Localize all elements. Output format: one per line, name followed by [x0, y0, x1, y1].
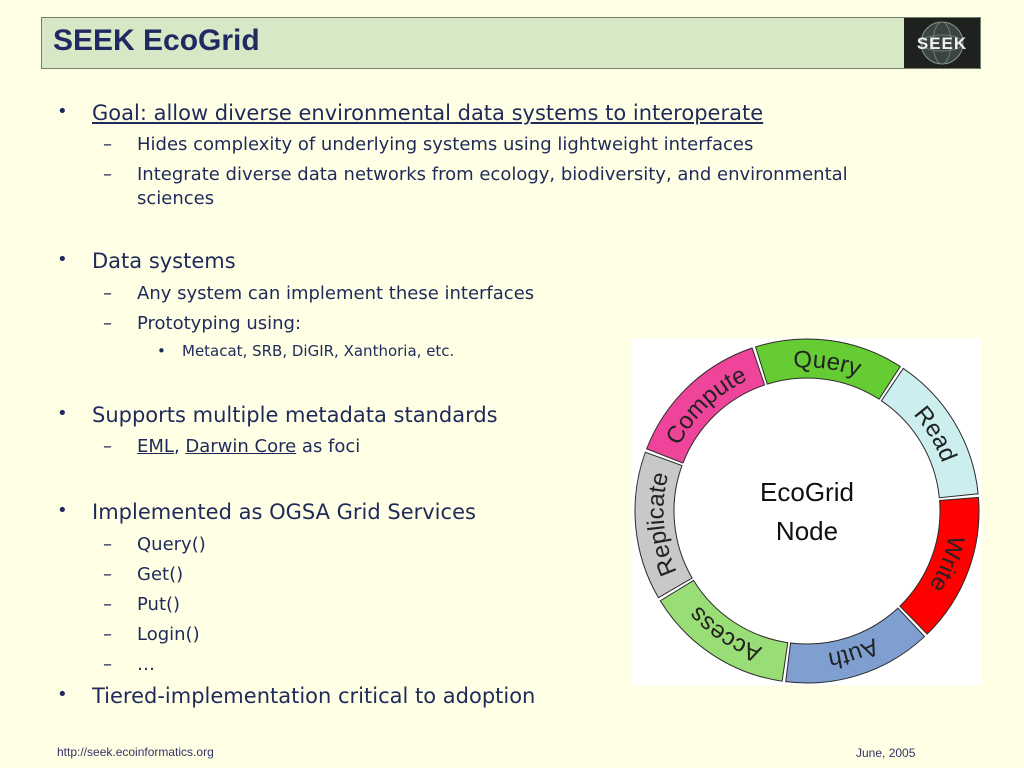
bullet-text: Data systems: [92, 249, 236, 273]
sub-bullet-text: Get(): [137, 564, 184, 585]
darwin-core-link[interactable]: Darwin Core: [185, 436, 297, 457]
dash-marker: –: [103, 436, 112, 457]
bullet-marker: •: [57, 684, 68, 705]
separator-text: ,: [173, 436, 186, 457]
sub-bullet-text: Hides complexity of underlying systems u…: [137, 134, 754, 155]
bullet-marker: •: [157, 342, 166, 360]
dash-marker: –: [103, 283, 112, 304]
dash-marker: –: [103, 654, 112, 675]
dash-marker: –: [103, 134, 112, 155]
ecogrid-ring: QueryReadWriteAuthAccessReplicateCompute…: [634, 338, 980, 684]
eml-link[interactable]: EML: [137, 436, 174, 457]
sub-bullet-text: Prototyping using:: [137, 313, 302, 334]
sub-bullet-text: Any system can implement these interface…: [137, 283, 535, 304]
bullet-marker: •: [57, 101, 68, 122]
title-bar: SEEK EcoGrid SEEK: [41, 17, 981, 69]
diagram-center-line2: Node: [776, 516, 838, 546]
globe-icon: [920, 21, 964, 65]
sub-bullet-text: Query(): [137, 534, 206, 555]
bullet-text: Implemented as OGSA Grid Services: [92, 500, 476, 524]
bullet-marker: •: [57, 500, 68, 521]
slide-title: SEEK EcoGrid: [53, 24, 260, 57]
sub-bullet-text: Put(): [137, 594, 181, 615]
ring-segment-replicate: [634, 451, 693, 599]
goal-link[interactable]: Goal: allow diverse environmental data s…: [92, 101, 764, 125]
footer-url[interactable]: http://seek.ecoinformatics.org: [57, 745, 214, 759]
ring-segment-auth: [785, 607, 926, 684]
ring-segment-read: [880, 367, 979, 499]
ring-segment-access: [659, 579, 789, 682]
footer-date: June, 2005: [856, 746, 916, 760]
dash-marker: –: [103, 594, 112, 615]
sub-sub-bullet-text: Metacat, SRB, DiGIR, Xanthoria, etc.: [182, 342, 455, 360]
ring-segment-write: [899, 496, 980, 635]
sub-bullet-text: EML, Darwin Core as foci: [137, 436, 360, 457]
dash-marker: –: [103, 564, 112, 585]
dash-marker: –: [103, 164, 112, 185]
ring-segment-compute: [645, 347, 766, 464]
bullet-text: Supports multiple metadata standards: [92, 403, 498, 427]
logo-text: SEEK: [916, 34, 968, 53]
dash-marker: –: [103, 534, 112, 555]
bullet-text: Tiered-implementation critical to adopti…: [92, 684, 536, 708]
foci-text: as foci: [296, 436, 361, 457]
sub-bullet-text: Login(): [137, 624, 200, 645]
sub-bullet-text: …: [137, 654, 155, 675]
sub-bullet-text: sciences: [137, 188, 215, 209]
diagram-center-line1: EcoGrid: [760, 477, 854, 507]
dash-marker: –: [103, 624, 112, 645]
bullet-marker: •: [57, 249, 68, 270]
sub-bullet-text: Integrate diverse data networks from eco…: [137, 164, 848, 185]
ring-segment-query: [754, 338, 901, 400]
dash-marker: –: [103, 313, 112, 334]
bullet-marker: •: [57, 403, 68, 424]
seek-logo: SEEK: [904, 18, 980, 68]
